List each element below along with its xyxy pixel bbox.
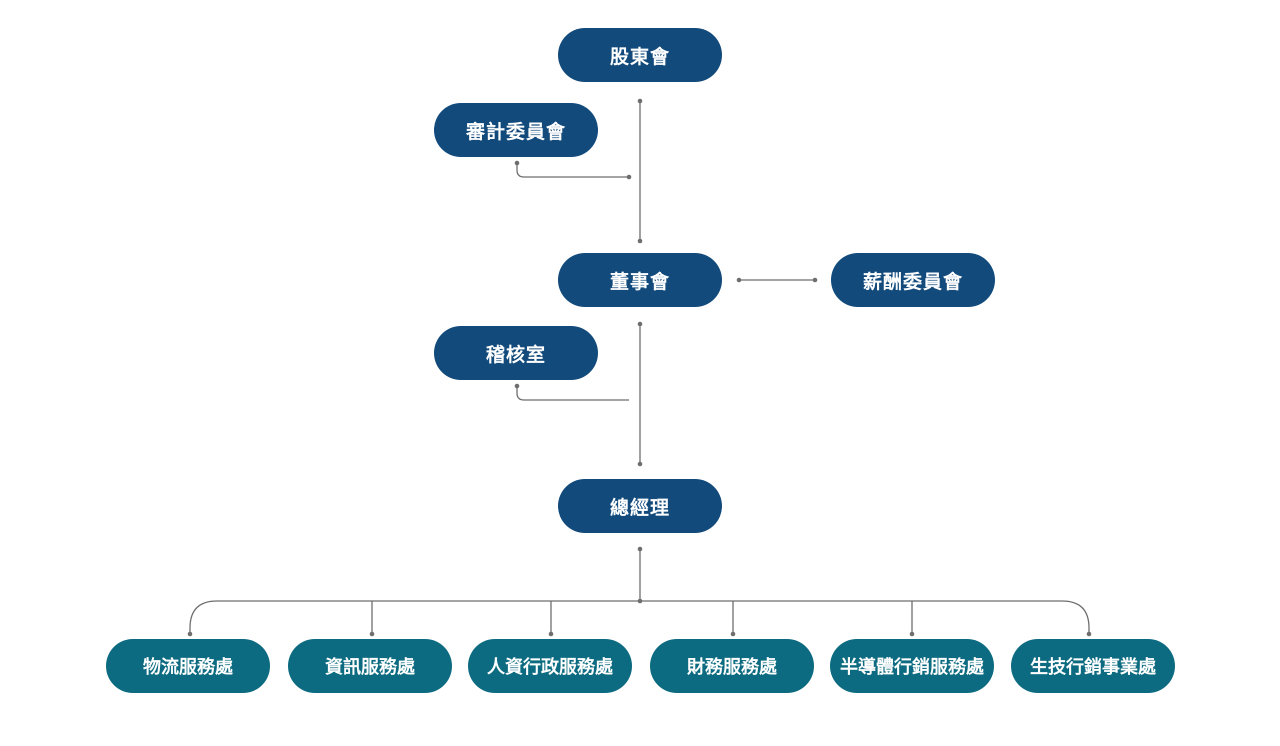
connector-dot bbox=[548, 631, 554, 637]
audit-committee-node: 審計委員會 bbox=[434, 103, 598, 157]
line-internal-branch bbox=[516, 386, 629, 401]
line-audit-branch bbox=[516, 163, 629, 178]
connector-dot bbox=[626, 174, 632, 180]
line-department-bus bbox=[189, 600, 1090, 634]
board-node: 董事會 bbox=[558, 253, 722, 307]
connector-dot bbox=[637, 461, 643, 467]
department-biotech-marketing: 生技行銷事業處 bbox=[1011, 639, 1175, 693]
connector-dot bbox=[187, 631, 193, 637]
connector-dot bbox=[514, 383, 520, 389]
connector-dot bbox=[730, 631, 736, 637]
connector-dot bbox=[637, 598, 643, 604]
connector-dot bbox=[637, 98, 643, 104]
connector-dot bbox=[812, 277, 818, 283]
compensation-committee-node: 薪酬委員會 bbox=[831, 253, 995, 307]
department-finance: 財務服務處 bbox=[650, 639, 814, 693]
internal-audit-node: 稽核室 bbox=[434, 326, 598, 380]
connector-dot bbox=[369, 631, 375, 637]
connector-dot bbox=[637, 238, 643, 244]
department-semiconductor-marketing: 半導體行銷服務處 bbox=[830, 639, 994, 693]
connector-dot bbox=[736, 277, 742, 283]
general-manager-node: 總經理 bbox=[558, 479, 722, 533]
department-hr-admin: 人資行政服務處 bbox=[468, 639, 632, 693]
connector-dot bbox=[637, 321, 643, 327]
connector-dot bbox=[637, 546, 643, 552]
connector-dot bbox=[1086, 631, 1092, 637]
connector-dot bbox=[909, 631, 915, 637]
shareholders-node: 股東會 bbox=[558, 28, 722, 82]
connector-dot bbox=[514, 160, 520, 166]
department-it: 資訊服務處 bbox=[288, 639, 452, 693]
department-logistics: 物流服務處 bbox=[106, 639, 270, 693]
